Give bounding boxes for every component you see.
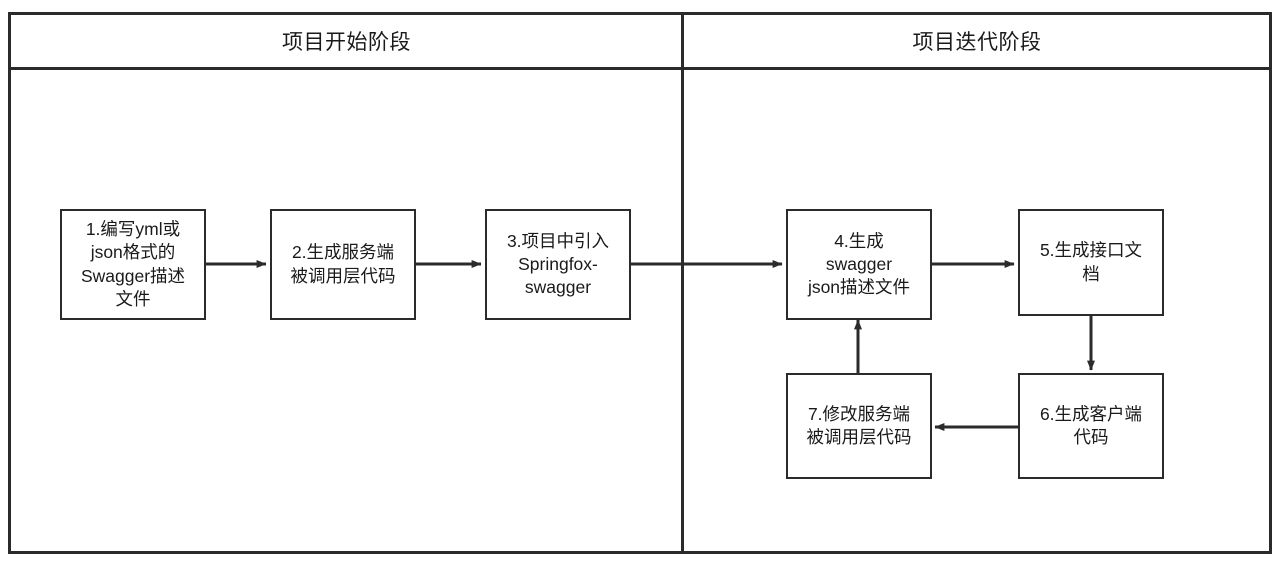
process-node-1-label: 1.编写yml或 json格式的 Swagger描述 文件: [80, 219, 186, 309]
lane-header-iteration-label: 项目迭代阶段: [912, 31, 1042, 54]
process-node-3-label: 3.项目中引入 Springfox- swagger: [506, 230, 610, 298]
process-node-2[interactable]: 2.生成服务端 被调用层代码: [270, 209, 416, 320]
lane-header-iteration: 项目迭代阶段: [684, 14, 1270, 68]
process-node-5-label: 5.生成接口文 档: [1039, 240, 1143, 284]
process-node-7-label: 7.修改服务端 被调用层代码: [806, 403, 912, 447]
lane-header-start: 项目开始阶段: [11, 14, 682, 68]
process-node-4[interactable]: 4.生成 swagger json描述文件: [786, 209, 932, 320]
process-node-1[interactable]: 1.编写yml或 json格式的 Swagger描述 文件: [60, 209, 206, 320]
process-node-6[interactable]: 6.生成客户端 代码: [1018, 373, 1164, 479]
process-node-6-label: 6.生成客户端 代码: [1039, 403, 1143, 447]
process-node-5[interactable]: 5.生成接口文 档: [1018, 209, 1164, 316]
process-node-4-label: 4.生成 swagger json描述文件: [807, 230, 911, 298]
process-node-3[interactable]: 3.项目中引入 Springfox- swagger: [485, 209, 631, 320]
swimlane-outer-frame: [8, 12, 1272, 554]
lane-header-start-label: 项目开始阶段: [282, 31, 411, 54]
process-node-2-label: 2.生成服务端 被调用层代码: [290, 242, 396, 286]
process-node-7[interactable]: 7.修改服务端 被调用层代码: [786, 373, 932, 479]
